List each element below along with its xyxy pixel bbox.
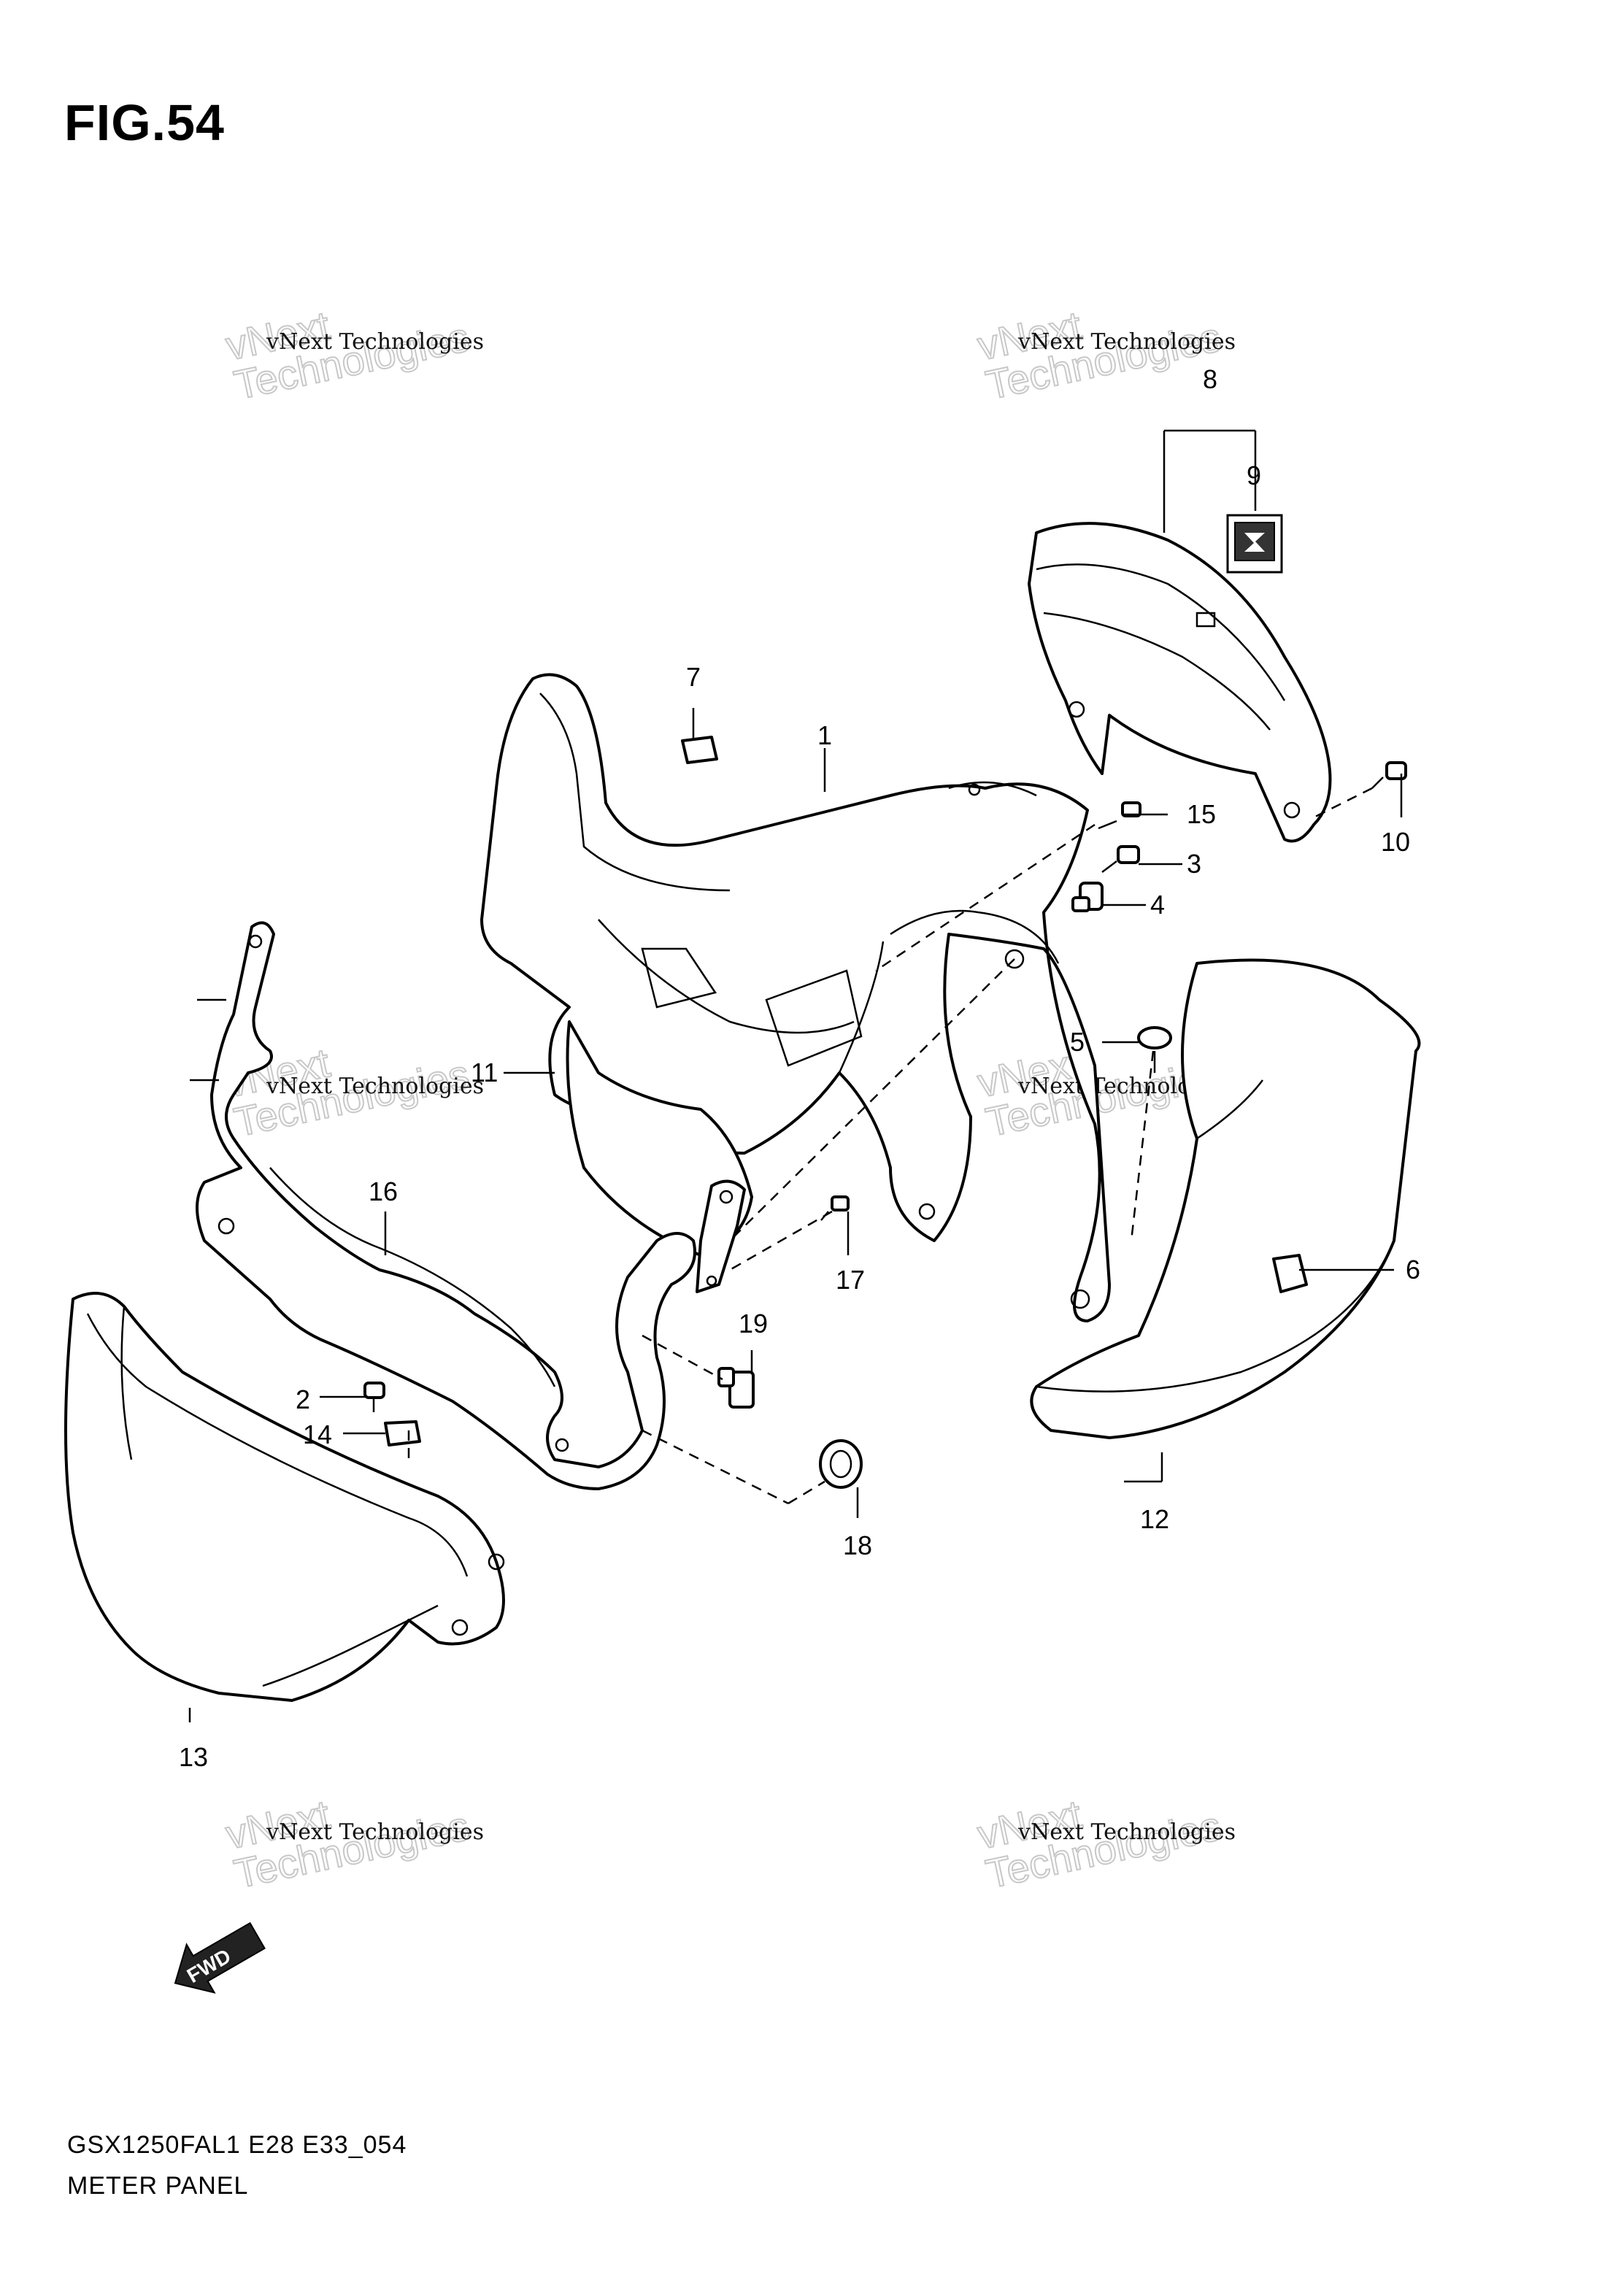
part-1-meter-cover (480, 673, 1111, 1322)
watermark: vNext Technologies vNext Technologies (973, 1790, 1236, 1898)
callout-14: 14 (303, 1419, 332, 1449)
watermark: vNext Technologies vNext Technologies (221, 301, 484, 409)
callout-6: 6 (1406, 1255, 1420, 1284)
callout-15: 15 (1187, 799, 1216, 829)
callout-8: 8 (1203, 364, 1217, 394)
part-2-screw (363, 1382, 385, 1412)
callout-11: 11 (471, 1058, 498, 1087)
callout-16: 16 (369, 1176, 398, 1206)
callout-labels: 1 2 3 4 5 6 7 8 9 10 11 12 13 14 15 16 1… (179, 364, 1420, 1772)
part-18-grommet (819, 1439, 863, 1489)
figure-title: FIG.54 (64, 94, 225, 151)
callout-10: 10 (1381, 827, 1410, 857)
watermark-text: vNext Technologies (266, 1819, 484, 1845)
part-17-screw (820, 1195, 850, 1221)
model-code: GSX1250FAL1 E28 E33_054 (67, 2131, 407, 2159)
watermark-text: vNext Technologies (1017, 1819, 1236, 1845)
callout-12: 12 (1140, 1504, 1169, 1534)
callout-18: 18 (843, 1530, 872, 1560)
part-19-bolt (717, 1367, 755, 1409)
part-3-screw (1101, 845, 1140, 873)
bracket-plate (696, 1179, 746, 1293)
part-13-lower-left-cover (64, 1292, 505, 1702)
watermark-text: vNext Technologies (266, 1074, 484, 1099)
part-6-clip (1272, 1254, 1308, 1293)
callout-19: 19 (739, 1309, 768, 1338)
callout-4: 4 (1150, 890, 1165, 920)
section-name: METER PANEL (67, 2172, 249, 2200)
callout-5: 5 (1070, 1027, 1085, 1057)
callout-3: 3 (1187, 849, 1201, 879)
watermark: vNext Technologies vNext Technologies (221, 1790, 484, 1898)
part-12-lower-cover (1030, 958, 1421, 1439)
callout-2: 2 (296, 1384, 310, 1414)
watermark: vNext Technologies vNext Technologies (221, 1039, 484, 1146)
watermark-text: vNext Technologies (266, 329, 484, 355)
part-8-meter-cowl (1028, 522, 1332, 843)
callout-9: 9 (1247, 461, 1261, 490)
part-15-screw (1098, 801, 1141, 830)
watermark: vNext Technologies vNext Technologies (973, 301, 1236, 409)
callout-17: 17 (836, 1265, 865, 1295)
watermark-text: vNext Technologies (1017, 329, 1236, 355)
part-5-nut (1137, 1026, 1172, 1073)
callout-1: 1 (817, 720, 832, 750)
fwd-arrow-icon: FWD (174, 1922, 266, 1994)
part-4-bolt (1071, 882, 1104, 912)
leader-lines (188, 429, 1403, 1722)
callout-7: 7 (686, 662, 701, 692)
part-14-clip (384, 1420, 421, 1446)
assembly-lines (407, 787, 1373, 1505)
part-7-pad (681, 736, 718, 764)
callout-13: 13 (179, 1742, 208, 1772)
part-9-emblem (1226, 514, 1283, 574)
